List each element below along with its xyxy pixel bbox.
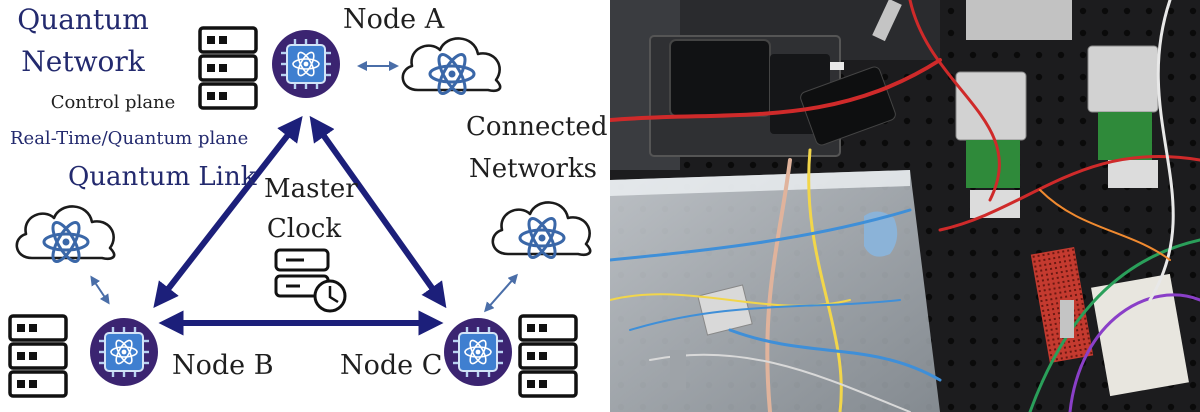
- node-c-label: Node C: [340, 350, 443, 381]
- link-a-c: [309, 115, 447, 309]
- master-clock-label-2: Clock: [266, 214, 342, 244]
- title-line-1: Quantum: [17, 3, 149, 36]
- quantum-chip-icon: [270, 28, 342, 100]
- node-a-label: Node A: [343, 4, 445, 35]
- connected-networks-label-1: Connected: [466, 112, 608, 142]
- cloud-link-b: [90, 275, 110, 305]
- quantum-link-label: Quantum Link: [68, 162, 257, 192]
- cloud-network-icon: [491, 200, 592, 263]
- node-c-group: [442, 314, 578, 398]
- cloud-network-icon: [401, 36, 502, 99]
- node-b-group: [8, 314, 160, 398]
- quantum-chip-icon: [88, 316, 160, 388]
- quantum-links: [153, 115, 447, 336]
- diagram-graphics: [8, 26, 592, 398]
- cloud-link-c: [484, 273, 518, 313]
- cloud-network-icon: [15, 204, 116, 267]
- link-a-b: [153, 116, 303, 308]
- title-line-2: Network: [21, 45, 145, 78]
- quantum-network-diagram: Quantum Network Control plane Real-Time/…: [8, 3, 608, 398]
- node-b-label: Node B: [172, 350, 274, 381]
- server-icon: [8, 314, 68, 398]
- control-plane-label: Control plane: [50, 92, 176, 113]
- lab-photo-graphic: [610, 0, 1200, 412]
- server-icon: [518, 314, 578, 398]
- realtime-plane-label: Real-Time/Quantum plane: [10, 128, 249, 149]
- quantum-chip-icon: [442, 316, 514, 388]
- connected-networks-label-2: Networks: [468, 154, 598, 184]
- lab-breadboard-photo: [610, 0, 1200, 412]
- master-clock-icon: [274, 248, 347, 313]
- master-clock-label-1: Master: [264, 174, 358, 204]
